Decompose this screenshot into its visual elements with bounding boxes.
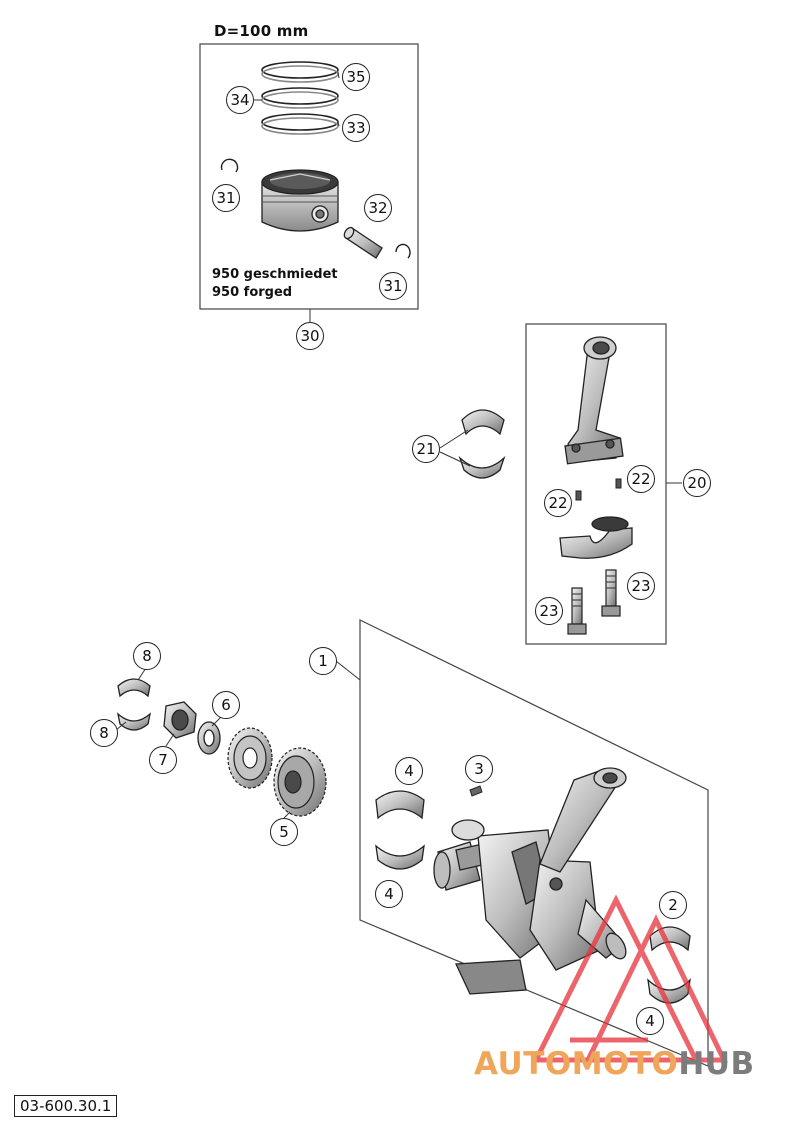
dowel-sleeve-right xyxy=(615,478,622,489)
callout-3[interactable]: 3 xyxy=(465,755,493,783)
callout-33[interactable]: 33 xyxy=(342,114,370,142)
callout-1[interactable]: 1 xyxy=(309,647,337,675)
bore-diameter-title: D=100 mm xyxy=(214,22,309,40)
main-bearing-shells-right xyxy=(647,926,691,1004)
dowel-sleeve-left xyxy=(575,490,582,501)
callout-20[interactable]: 20 xyxy=(683,469,711,497)
callout-8-top[interactable]: 8 xyxy=(133,642,161,670)
callout-21[interactable]: 21 xyxy=(412,435,440,463)
piston-note-german: 950 geschmiedet xyxy=(212,267,338,282)
callout-7[interactable]: 7 xyxy=(149,746,177,774)
hex-nut xyxy=(163,701,197,739)
callout-8-bottom[interactable]: 8 xyxy=(90,719,118,747)
leader-8a xyxy=(137,667,147,681)
circlip-right xyxy=(395,243,411,259)
callout-4-right[interactable]: 4 xyxy=(636,1007,664,1035)
watermark-logo xyxy=(531,894,728,1063)
crankshaft xyxy=(433,767,627,995)
main-bearing-shells-left xyxy=(375,790,425,870)
callout-22-right[interactable]: 22 xyxy=(627,465,655,493)
watermark-text: AUTOMOTOHUB xyxy=(474,1046,755,1082)
piston xyxy=(261,169,339,232)
leader-5 xyxy=(283,811,291,819)
callout-30[interactable]: 30 xyxy=(296,322,324,350)
callout-22-left[interactable]: 22 xyxy=(544,489,572,517)
gear xyxy=(273,747,327,817)
callout-32[interactable]: 32 xyxy=(364,194,392,222)
callout-31-left[interactable]: 31 xyxy=(212,184,240,212)
piston-rings xyxy=(261,61,339,135)
rod-bolt-right xyxy=(601,569,621,617)
piston-group-frame xyxy=(199,43,419,310)
connecting-rod-cap xyxy=(559,516,633,559)
bearing-shells-8 xyxy=(116,678,152,731)
rod-bolt-left xyxy=(567,587,587,635)
callout-35[interactable]: 35 xyxy=(342,63,370,91)
callout-5[interactable]: 5 xyxy=(270,818,298,846)
washer xyxy=(197,721,221,755)
leader-21b xyxy=(439,451,471,467)
rod-bearing-shells xyxy=(458,409,506,479)
callout-34[interactable]: 34 xyxy=(226,86,254,114)
callout-23-right[interactable]: 23 xyxy=(627,572,655,600)
callout-4-bottom[interactable]: 4 xyxy=(375,880,403,908)
leader-21a xyxy=(439,429,469,449)
crankshaft-group-frame xyxy=(359,619,709,1067)
conrod-group-frame xyxy=(525,323,667,645)
piston-pin xyxy=(343,226,383,259)
leader-8b xyxy=(115,721,127,731)
leader-7 xyxy=(165,733,175,747)
callout-6[interactable]: 6 xyxy=(212,691,240,719)
woodruff-key xyxy=(469,785,483,797)
drawing-code-label: 03-600.30.1 xyxy=(14,1095,118,1117)
connecting-rod xyxy=(564,336,624,465)
sprocket xyxy=(227,727,273,789)
callout-2[interactable]: 2 xyxy=(659,891,687,919)
callout-4-top[interactable]: 4 xyxy=(395,757,423,785)
piston-note-english: 950 forged xyxy=(212,285,293,300)
callout-31-right[interactable]: 31 xyxy=(379,272,407,300)
leader-1 xyxy=(335,660,361,681)
circlip-left xyxy=(220,158,239,173)
callout-23-left[interactable]: 23 xyxy=(535,597,563,625)
